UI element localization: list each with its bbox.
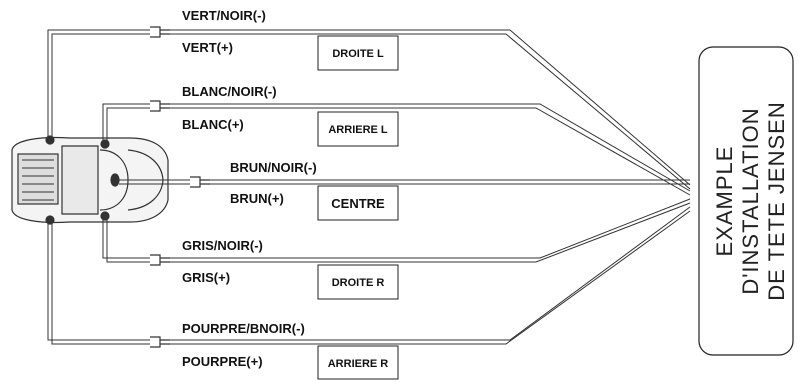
car-speaker-rear-left [45, 135, 55, 145]
box-arriere-l [317, 111, 399, 147]
head-unit-outline [698, 46, 794, 356]
long-wire-ch1-b [170, 33, 691, 190]
car-cabin [61, 145, 99, 215]
long-wire-ch4-b [170, 202, 691, 263]
box-label-ch5: ARRIERE R [328, 358, 389, 370]
wire-ch5-b [51, 222, 150, 345]
label-ch4-pos: GRIS(+) [182, 270, 230, 285]
box-droite-l [317, 35, 399, 71]
speaker-boxes: DROITE L ARRIERE L CENTRE DROITE R ARRIE… [317, 35, 399, 380]
car-illustration [11, 135, 169, 225]
label-ch1-pos: VERT(+) [182, 40, 233, 55]
car-speaker-front-left [100, 139, 110, 149]
label-ch5-pos: POURPRE(+) [182, 354, 263, 369]
title-line-2: D'INSTALLATION [738, 107, 763, 294]
wire-ch4-a [102, 218, 150, 259]
label-ch2-neg: BLANC/NOIR(-) [182, 84, 277, 99]
long-wire-ch5-b [170, 210, 691, 345]
car-rear-grill [17, 153, 59, 205]
wire-ch2-a [102, 103, 150, 142]
label-ch1-neg: VERT/NOIR(-) [182, 8, 266, 23]
box-label-ch1: DROITE L [332, 48, 384, 60]
connector-ch5 [150, 336, 170, 348]
long-wires [170, 29, 691, 345]
box-arriere-r [317, 345, 399, 380]
box-droite-r [317, 264, 399, 300]
car-center-speaker [110, 173, 120, 187]
box-label-ch4: DROITE R [332, 277, 385, 289]
title-line-1: EXAMPLE [712, 146, 737, 257]
wire-ch1-b [51, 33, 150, 138]
car-grill-lines [22, 159, 54, 201]
car-speaker-front-right [100, 211, 110, 221]
label-ch3-pos: BRUN(+) [230, 191, 284, 206]
head-unit-box: EXAMPLE D'INSTALLATION DE TETE JENSEN [698, 46, 794, 356]
connector-ch1 [150, 26, 170, 38]
label-ch4-neg: GRIS/NOIR(-) [182, 238, 263, 253]
connector-ch4 [150, 254, 170, 266]
box-centre [317, 185, 399, 221]
long-wire-ch2-b [170, 107, 691, 196]
connectors [150, 26, 210, 348]
wire-labels: VERT/NOIR(-) VERT(+) BLANC/NOIR(-) BLANC… [182, 8, 317, 369]
wire-ch5-a [47, 222, 150, 341]
label-ch5-neg: POURPRE/BNOIR(-) [182, 321, 305, 336]
long-wire-ch1-a [170, 29, 691, 186]
long-wire-ch4-a [170, 198, 691, 259]
long-wire-ch5-a [170, 206, 691, 341]
car-speaker-rear-right [45, 215, 55, 225]
connector-ch2 [150, 100, 170, 112]
car-to-connector-wires [47, 29, 190, 345]
wire-ch2-b [106, 107, 150, 142]
box-label-ch3: CENTRE [331, 196, 385, 211]
title-line-3: DE TETE JENSEN [764, 101, 789, 300]
wire-ch4-b [106, 218, 150, 263]
long-wire-ch2-a [170, 103, 691, 192]
box-label-ch2: ARRIERE L [328, 124, 388, 136]
wire-ch1-a [47, 29, 150, 138]
label-ch2-pos: BLANC(+) [182, 117, 244, 132]
connector-ch3 [190, 176, 210, 188]
label-ch3-neg: BRUN/NOIR(-) [230, 160, 317, 175]
